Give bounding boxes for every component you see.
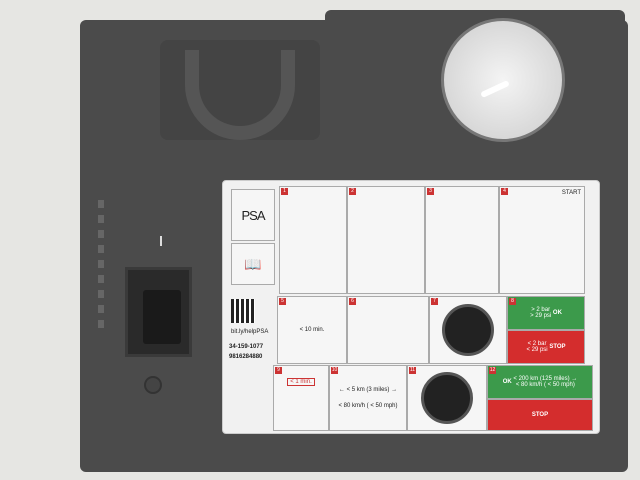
power-on-mark [160, 236, 162, 246]
part-number: 9816284880 [229, 354, 263, 360]
step-11-panel: 11 [407, 365, 487, 431]
vent [98, 230, 104, 238]
qr-code [231, 299, 255, 323]
step-2-panel: 2 [347, 186, 425, 294]
step-9-panel: 9< 1 min. [273, 365, 329, 431]
vent [98, 215, 104, 223]
step-5-panel: 5< 10 min. [277, 296, 347, 364]
vent [98, 305, 104, 313]
video-handle: bit.ly/helpPSA [231, 329, 269, 335]
instruction-label: PSA 📖 bit.ly/helpPSA 34-159-1077 9816284… [222, 180, 600, 434]
step-1-panel: 1 [279, 186, 347, 294]
pressure-dial-icon [421, 372, 473, 424]
pressure-gauge [441, 18, 565, 142]
pressure-dial-icon [442, 304, 494, 356]
step-3-panel: 3 [425, 186, 499, 294]
manual-book-icon: 📖 [231, 243, 275, 285]
vent [98, 290, 104, 298]
vent [98, 275, 104, 283]
vent [98, 200, 104, 208]
step-8-stop: < 2 bar < 29 psi STOP [507, 330, 585, 364]
part-number: 34-159-1077 [229, 344, 264, 350]
psa-logo: PSA [231, 189, 275, 241]
deflate-button[interactable] [144, 376, 162, 394]
step-8-ok: 8> 2 bar > 29 psi OK [507, 296, 585, 330]
step-10-panel: 10← < 5 km (3 miles) →< 80 km/h ( < 50 m… [329, 365, 407, 431]
vent [98, 245, 104, 253]
vent [98, 260, 104, 268]
step-6-panel: 6 [347, 296, 429, 364]
step-7-panel: 7 [429, 296, 507, 364]
vent [98, 320, 104, 328]
step-12-stop: STOP [487, 399, 593, 431]
power-switch[interactable] [143, 290, 181, 344]
